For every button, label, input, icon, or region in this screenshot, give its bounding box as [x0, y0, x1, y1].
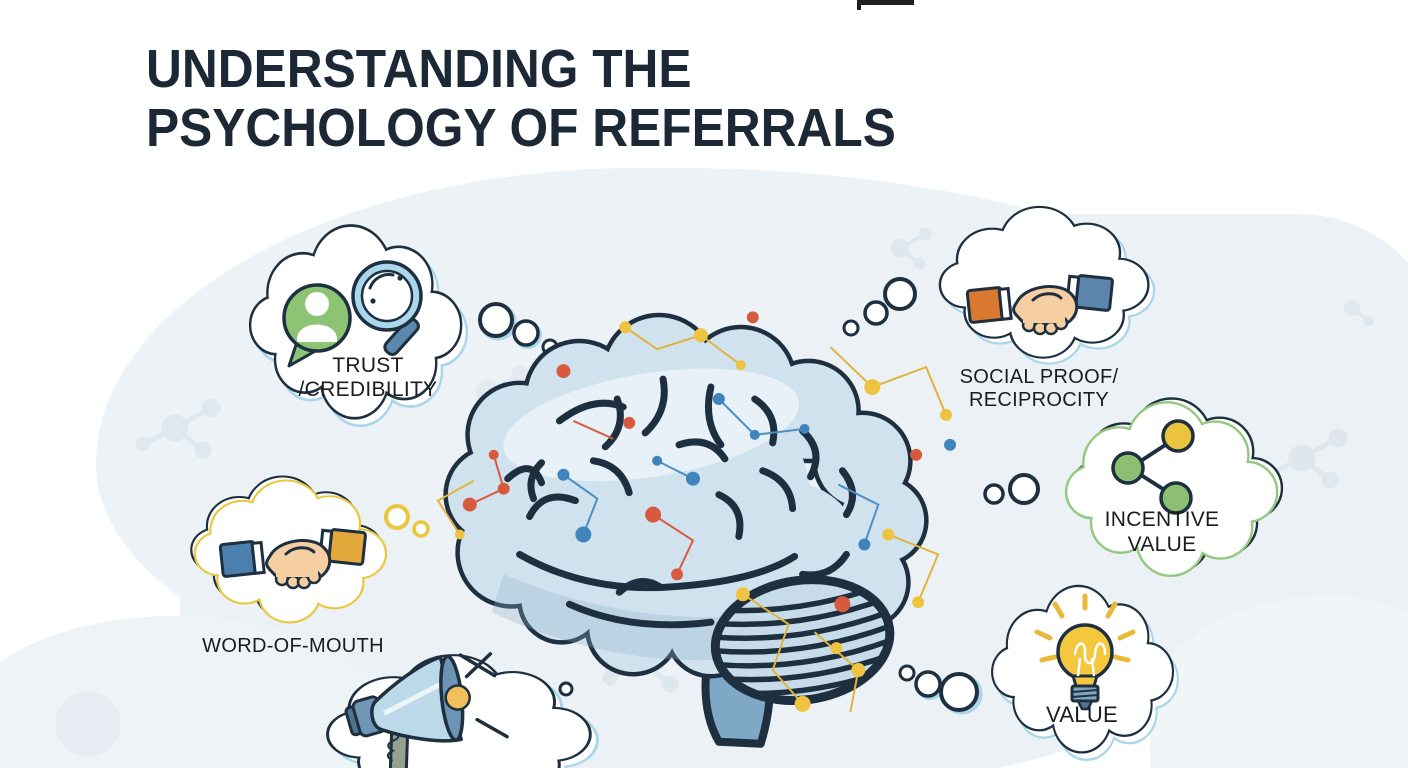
handshake-icon — [965, 274, 1114, 336]
thought-trail-circles — [983, 473, 1040, 505]
trust-bubble-label: TRUST /CREDIBILITY — [258, 354, 478, 402]
wom-label-text: WORD-OF-MOUTH — [202, 635, 384, 657]
sound-lines — [458, 652, 509, 739]
page-title-line1: UNDERSTANDING THE — [146, 39, 692, 99]
social-proof-bubble-label: SOCIAL PROOF/ RECIPROCITY — [925, 366, 1153, 412]
value-bubble-label: VALUE — [996, 703, 1168, 726]
top-edge-artifact — [857, 0, 914, 5]
person-search-icon — [282, 260, 423, 368]
social-label-line2: RECIPROCITY — [969, 389, 1109, 411]
megaphone-icon — [344, 652, 509, 768]
share-network-icon — [1111, 419, 1195, 515]
word-of-mouth-bubble-label: WORD-OF-MOUTH — [190, 635, 396, 658]
trust-label-line1: TRUST — [332, 354, 404, 377]
thought-trail-circles — [898, 664, 983, 715]
incentive-label-line2: VALUE — [1127, 533, 1197, 556]
neural-network-dots — [454, 311, 957, 712]
magnifier-handle — [383, 317, 420, 356]
thought-trail-circles — [842, 277, 917, 337]
brain-folds — [504, 375, 856, 629]
incentive-bubble-label: INCENTIVE VALUE — [1072, 507, 1252, 557]
page-title-line2: PSYCHOLOGY OF REFERRALS — [146, 97, 896, 158]
incentive-label-line1: INCENTIVE — [1104, 508, 1220, 531]
brain-neural-network-illustration — [436, 311, 957, 748]
top-edge-artifact — [857, 0, 861, 10]
page-title: UNDERSTANDING THE PSYCHOLOGY OF REFERRAL… — [146, 40, 974, 158]
trust-label-line2: /CREDIBILITY — [298, 378, 438, 401]
thought-trail-circles — [478, 302, 559, 356]
lightbulb-rays — [1034, 593, 1136, 663]
value-label-text: VALUE — [1045, 702, 1118, 727]
lightbulb-icon — [1034, 593, 1136, 711]
social-label-line1: SOCIAL PROOF/ — [959, 366, 1119, 388]
handshake-icon — [218, 528, 367, 590]
thought-trail-circles — [384, 504, 430, 538]
